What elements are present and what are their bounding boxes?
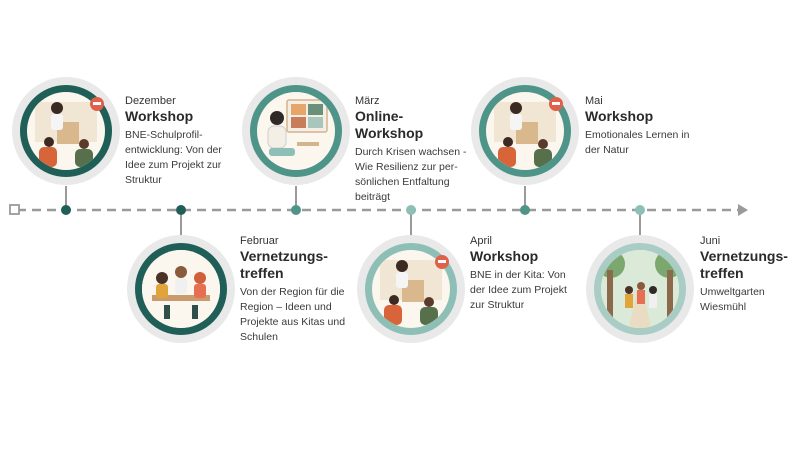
graduation-cap-icon: [435, 255, 449, 269]
timeline-dot: [61, 205, 71, 215]
graduation-cap-icon: [549, 97, 563, 111]
timeline-dot: [406, 205, 416, 215]
event-month: Mai: [585, 95, 603, 107]
timeline-start-marker: [9, 204, 20, 215]
timeline-dot: [520, 205, 530, 215]
event-image: [242, 77, 350, 185]
workshop-illustration-icon: [35, 102, 97, 167]
workshop-illustration-icon: [380, 260, 442, 325]
event-description: BNE in der Kita: Von der Idee zum Projek…: [470, 269, 567, 311]
group-meeting-illustration-icon: [142, 250, 220, 328]
event-description: Durch Krisen wachsen - Wie Resilienz zur…: [355, 146, 467, 203]
video-call-illustration-icon: [267, 99, 328, 156]
event-month: Dezember: [125, 95, 176, 107]
event-month: Februar: [240, 235, 279, 247]
event-image: [127, 235, 235, 343]
event-title: Vernetzungs-treffen: [240, 248, 328, 281]
event-title: Online-Workshop: [355, 108, 424, 141]
event-image: [471, 77, 579, 185]
event-title: Workshop: [125, 108, 194, 124]
nature-walk-illustration-icon: [601, 250, 679, 328]
event-description: Umweltgarten Wiesmühl: [700, 286, 765, 313]
event-title: Vernetzungs-treffen: [700, 248, 788, 281]
workshop-illustration-icon: [494, 102, 556, 167]
event-image: [586, 235, 694, 343]
event-title: Workshop: [470, 248, 539, 264]
event-description: BNE-Schulprofil-entwicklung: Von der Ide…: [125, 129, 222, 186]
timeline-arrow-icon: [738, 204, 748, 216]
event-title: Workshop: [585, 108, 654, 124]
event-month: Juni: [700, 235, 721, 247]
event-description: Emotionales Lernen in der Natur: [585, 129, 690, 156]
graduation-cap-icon: [90, 97, 104, 111]
event-image: [357, 235, 465, 343]
timeline-dot: [635, 205, 645, 215]
timeline-dot: [176, 205, 186, 215]
event-description: Von der Region für die Region – Ideen un…: [240, 286, 346, 343]
event-month: März: [355, 95, 380, 107]
event-month: April: [470, 235, 493, 247]
timeline-dot: [291, 205, 301, 215]
event-image: [12, 77, 120, 185]
